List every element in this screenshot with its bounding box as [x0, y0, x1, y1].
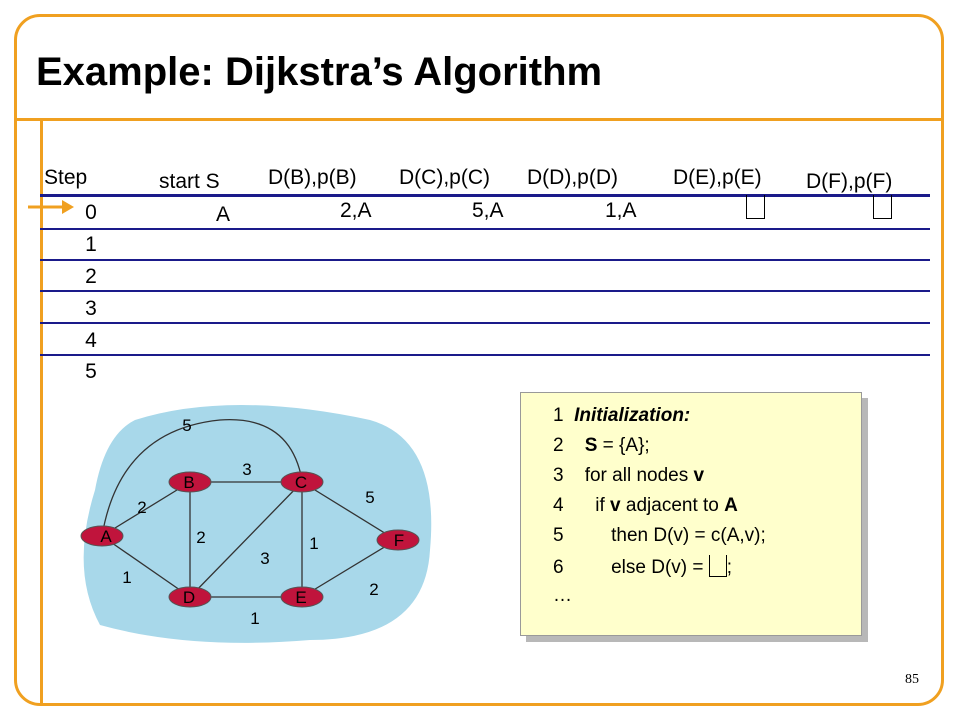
step-number: 1	[85, 233, 97, 256]
code-line-2: 2 S = {A};	[553, 435, 650, 456]
cell-dc: 5,A	[472, 199, 504, 222]
title-divider	[14, 118, 944, 121]
step-number: 5	[85, 360, 97, 383]
graph-background-cloud	[83, 405, 432, 643]
edge-e-f	[301, 539, 397, 598]
weight-a-b: 2	[137, 498, 146, 517]
node-c-shape	[280, 471, 324, 493]
step-number: 3	[85, 297, 97, 320]
infinity-symbol-box	[746, 195, 765, 219]
edge-d-c	[189, 481, 303, 598]
node-label-b: B	[183, 473, 194, 492]
step-number: 4	[85, 329, 97, 352]
weight-a-d: 1	[122, 568, 131, 587]
weight-c-e: 1	[309, 534, 318, 553]
header-dc: D(C),p(C)	[399, 166, 490, 189]
weight-a-c: 5	[182, 416, 191, 435]
code-line-4: 4 if v adjacent to A	[553, 495, 738, 516]
step-number: 0	[85, 201, 97, 224]
table-rule	[40, 228, 930, 230]
node-f-shape	[376, 529, 420, 551]
weight-d-c: 3	[260, 549, 269, 568]
node-a-shape	[80, 525, 124, 547]
table-rule	[40, 194, 930, 197]
node-e-shape	[280, 586, 324, 608]
table-rule	[40, 354, 930, 356]
step-number: 2	[85, 265, 97, 288]
header-df: D(F),p(F)	[806, 170, 893, 193]
table-rule	[40, 322, 930, 324]
code-line-1: 1 Initialization:	[553, 405, 691, 426]
node-label-e: E	[295, 588, 306, 607]
header-db: D(B),p(B)	[268, 166, 357, 189]
node-label-c: C	[295, 473, 307, 492]
cell-db: 2,A	[340, 199, 372, 222]
slide-frame	[14, 14, 944, 706]
edge-a-b	[101, 481, 191, 537]
code-line-6: 6 else D(v) = ;	[553, 555, 733, 578]
node-label-a: A	[100, 527, 112, 546]
edge-c-f	[301, 481, 397, 541]
edge-a-d	[101, 535, 191, 598]
slide-title: Example: Dijkstra’s Algorithm	[36, 50, 603, 94]
weight-c-f: 5	[365, 488, 374, 507]
page-number: 85	[905, 672, 919, 687]
infinity-symbol-box	[708, 555, 727, 577]
weight-b-d: 2	[196, 528, 205, 547]
weight-b-c: 3	[242, 460, 251, 479]
cell-dd: 1,A	[605, 199, 637, 222]
code-line-5: 5 then D(v) = c(A,v);	[553, 525, 766, 546]
header-de: D(E),p(E)	[673, 166, 762, 189]
header-step: Step	[44, 166, 88, 189]
node-d-shape	[168, 586, 212, 608]
node-label-f: F	[394, 531, 404, 550]
weight-e-f: 2	[369, 580, 378, 599]
header-start: start S	[159, 170, 220, 193]
left-divider	[40, 121, 43, 706]
pseudocode-box: 1 Initialization: 2 S = {A}; 3 for all n…	[520, 392, 862, 636]
current-step-arrow-icon	[28, 200, 74, 214]
table-rule	[40, 290, 930, 292]
network-graph: A B C D E F 5 3 2 5 2 1 3 1 2 1	[80, 405, 432, 643]
header-dd: D(D),p(D)	[527, 166, 618, 189]
edge-a-c	[101, 419, 303, 537]
weight-d-e: 1	[250, 609, 259, 628]
cell-start-s: A	[216, 203, 231, 226]
table-rule	[40, 259, 930, 261]
code-line-3: 3 for all nodes v	[553, 465, 705, 486]
node-b-shape	[168, 471, 212, 493]
code-line-ellipsis: …	[553, 585, 572, 606]
node-label-d: D	[183, 588, 195, 607]
infinity-symbol-box	[873, 195, 892, 219]
